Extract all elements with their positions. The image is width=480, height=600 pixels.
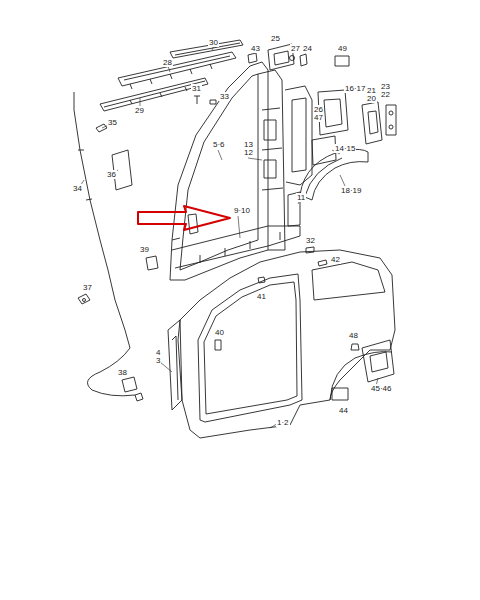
- callout-number: 14·15: [334, 144, 356, 153]
- callout-number: 29: [134, 106, 145, 115]
- callout-number: 40: [214, 328, 225, 337]
- callout-number: 25: [270, 34, 281, 43]
- callout-number: 12: [243, 148, 254, 157]
- callout-number: 37: [82, 283, 93, 292]
- callout-number: 34: [72, 184, 83, 193]
- callout-number: 35: [107, 118, 118, 127]
- callout-number: 11: [296, 193, 306, 202]
- callout-number: 18·19: [340, 186, 362, 195]
- callout-number: 45·46: [370, 384, 392, 393]
- callout-number: 38: [117, 368, 128, 377]
- callout-number: 27: [290, 44, 301, 53]
- callout-number: 33: [219, 92, 230, 101]
- callout-number: 32: [305, 236, 316, 245]
- callout-number: 28: [162, 58, 173, 67]
- callout-number: 47: [313, 113, 324, 122]
- callout-number: 30: [208, 38, 219, 47]
- callout-number: 24: [302, 44, 313, 53]
- callout-number: 41: [256, 292, 267, 301]
- callout-number: 5·6: [212, 140, 226, 149]
- callout-number: 44: [338, 406, 349, 415]
- callout-number: 3: [155, 356, 161, 365]
- callout-number: 39: [139, 245, 150, 254]
- callout-number: 20: [366, 94, 377, 103]
- callout-number: 42: [330, 255, 341, 264]
- callout-number: 36: [106, 170, 117, 179]
- callout-number: 49: [337, 44, 348, 53]
- callout-number: 16·17: [344, 84, 366, 93]
- callout-number: 43: [250, 44, 261, 53]
- callout-number: 9·10: [233, 206, 251, 215]
- callout-number: 31: [191, 84, 202, 93]
- callout-number: 22: [380, 90, 391, 99]
- callout-number: 1·2: [276, 418, 290, 427]
- callout-number: 48: [348, 331, 359, 340]
